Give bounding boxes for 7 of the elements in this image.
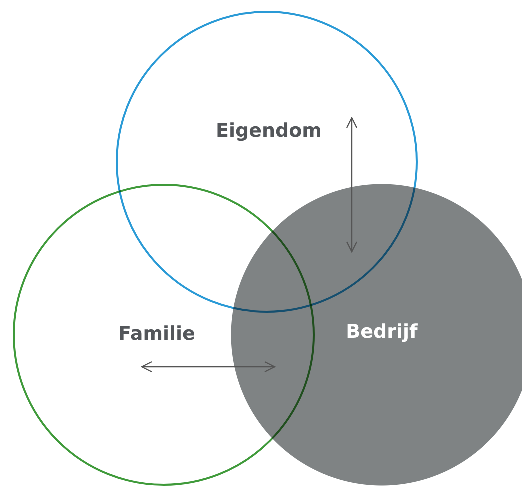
outlined-circle [116, 11, 418, 313]
circle-label: Familie [118, 323, 196, 345]
double-arrow [141, 361, 276, 373]
double-arrow [346, 117, 358, 253]
outlined-circle [13, 184, 315, 486]
circle-label: Bedrijf [346, 321, 418, 343]
circle-label: Eigendom [216, 120, 322, 142]
